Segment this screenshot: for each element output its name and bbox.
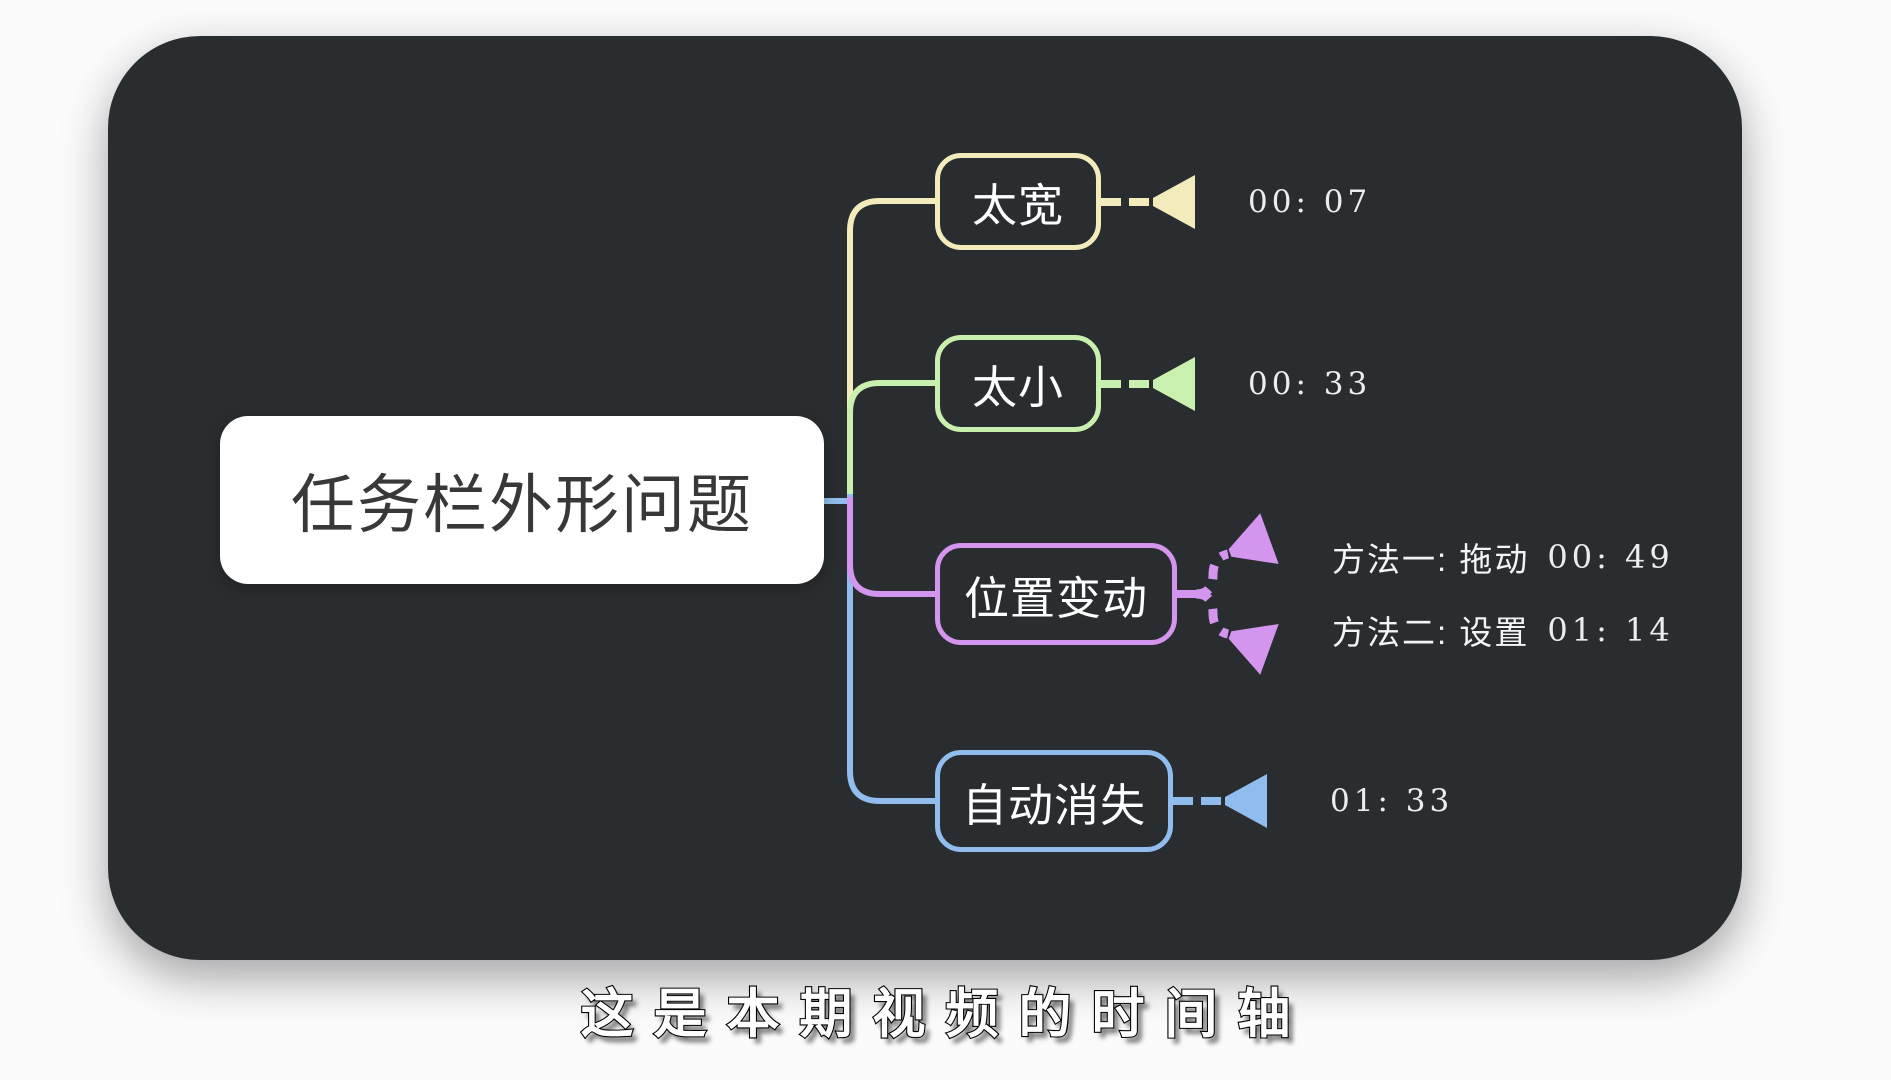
method-2-label: 方法二: 设置	[1332, 614, 1530, 651]
root-node[interactable]: 任务栏外形问题	[220, 416, 824, 584]
method-row-1[interactable]: 方法一: 拖动 00: 49	[1332, 538, 1674, 578]
root-node-label: 任务栏外形问题	[291, 469, 753, 541]
branch-node-too-wide[interactable]: 太宽	[935, 153, 1101, 250]
timestamp-too-small[interactable]: 00: 33	[1248, 366, 1372, 402]
method-1-timestamp: 00: 49	[1547, 538, 1674, 576]
timestamp-auto-hide[interactable]: 01: 33	[1330, 783, 1454, 819]
method-row-2[interactable]: 方法二: 设置 01: 14	[1332, 611, 1674, 651]
method-1-label: 方法一: 拖动	[1332, 541, 1530, 578]
video-subtitle: 这是本期视频的时间轴	[579, 982, 1311, 1046]
branch-node-label: 自动消失	[961, 779, 1146, 831]
method-2-timestamp: 01: 14	[1547, 611, 1674, 649]
branch-node-label: 太小	[971, 362, 1064, 413]
branch-node-too-small[interactable]: 太小	[935, 335, 1101, 432]
timestamp-too-wide[interactable]: 00: 07	[1248, 184, 1372, 220]
branch-node-label: 太宽	[971, 180, 1064, 231]
branch-node-auto-hide[interactable]: 自动消失	[935, 750, 1173, 852]
branch-node-position-change[interactable]: 位置变动	[935, 543, 1177, 645]
branch-node-label: 位置变动	[963, 572, 1148, 624]
